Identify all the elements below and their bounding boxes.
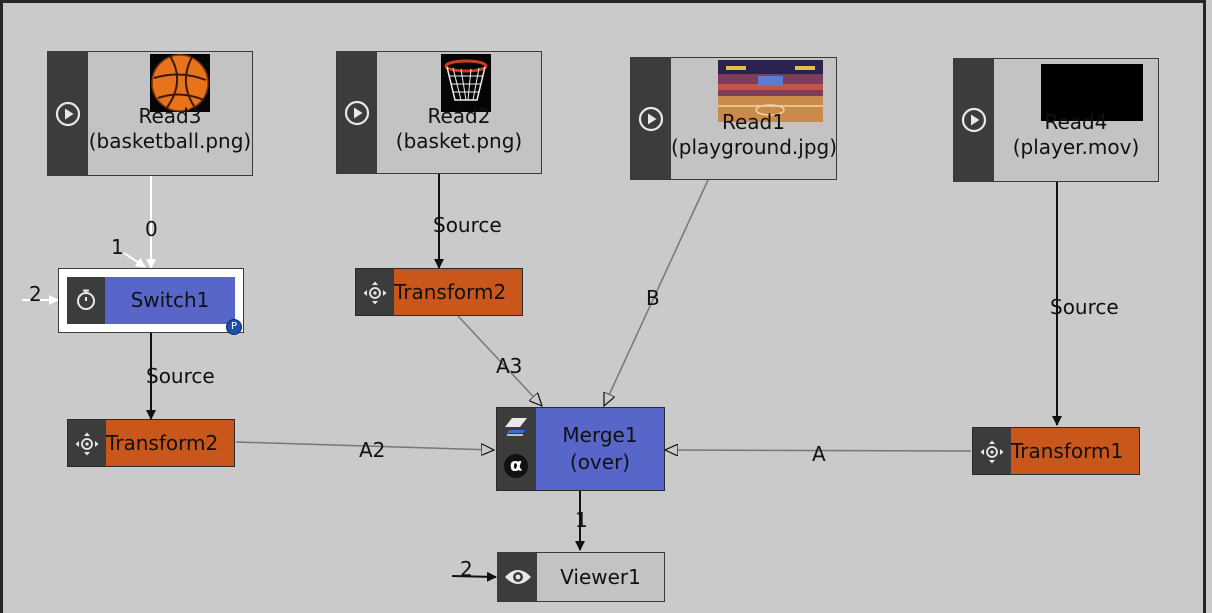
edge-label-switch-input-2: 2	[29, 282, 42, 306]
move-transform-icon	[75, 432, 99, 456]
merge1-side: α	[497, 408, 536, 490]
edge-label-viewer-input-2: 2	[460, 557, 473, 581]
wire-viewer1-input2[interactable]	[451, 571, 497, 582]
alpha-icon: α	[504, 454, 528, 478]
play-icon	[55, 101, 81, 126]
edge-label-a3: A3	[496, 354, 523, 378]
read4-node[interactable]: Read4 (player.mov)	[953, 58, 1159, 182]
stopwatch-icon	[77, 289, 95, 310]
read2-name: Read2	[427, 104, 491, 128]
merge1-node[interactable]: α Merge1 (over)	[496, 407, 665, 491]
merge1-name: Merge1	[562, 423, 638, 447]
transform2-top-name: Transform2	[394, 280, 507, 304]
wire-transform2-merge1-a3[interactable]	[457, 315, 542, 406]
player-video-thumbnail	[1041, 64, 1143, 121]
read3-file: (basketball.png)	[88, 129, 252, 153]
switch1-name: Switch1	[130, 288, 210, 312]
switch1-body: Switch1	[105, 277, 235, 324]
play-icon	[638, 106, 664, 131]
read2-node[interactable]: Read2 (basket.png)	[336, 51, 542, 174]
read1-file: (playground.jpg)	[671, 135, 838, 159]
basket-hoop-thumbnail	[441, 54, 491, 112]
edge-label-0: 0	[145, 217, 158, 241]
move-transform-icon	[363, 281, 387, 305]
transform1-side	[973, 428, 1011, 474]
edge-label-a: A	[812, 442, 826, 466]
switch1-node-side	[67, 277, 105, 324]
read4-node-side	[954, 59, 994, 181]
wire-transform1-merge1-a[interactable]	[665, 450, 972, 451]
read1-node[interactable]: Read1 (playground.jpg)	[630, 57, 837, 180]
read4-file: (player.mov)	[1012, 135, 1140, 159]
edge-label-source-read4: Source	[1050, 295, 1119, 319]
transform1-node[interactable]: Transform1	[972, 427, 1140, 475]
edge-label-viewer-input-1: 1	[575, 508, 588, 532]
playground-thumbnail	[718, 60, 823, 122]
switch1-node[interactable]: Switch1 P	[58, 268, 244, 335]
edge-label-a2: A2	[359, 438, 386, 462]
transform2-top-side	[356, 269, 394, 315]
read2-file: (basket.png)	[395, 129, 523, 153]
basketball-thumbnail	[150, 54, 210, 112]
transform2-left-name: Transform2	[106, 431, 219, 455]
edge-label-switch-input-1: 1	[111, 235, 124, 259]
play-icon	[961, 107, 987, 133]
python-badge: P	[226, 319, 242, 335]
transform2-left-node[interactable]: Transform2	[67, 419, 235, 467]
viewer1-side	[498, 553, 537, 601]
transform2-top-node[interactable]: Transform2	[355, 268, 523, 316]
eye-icon	[505, 570, 531, 584]
viewer1-name: Viewer1	[560, 565, 641, 589]
edge-label-source-read2: Source	[433, 213, 502, 237]
merge1-operation: (over)	[569, 450, 631, 474]
merge-layers-icon	[505, 418, 527, 436]
read2-node-side	[337, 52, 377, 173]
alpha-symbol: α	[509, 455, 523, 476]
wire-read1-merge1[interactable]	[603, 179, 709, 406]
wire-switch1-input1[interactable]	[123, 252, 146, 268]
wire-transform2-merge1-a2[interactable]	[235, 441, 494, 450]
move-transform-icon	[980, 440, 1004, 464]
read3-name: Read3	[138, 104, 202, 128]
python-badge-label: P	[230, 321, 238, 332]
read3-node-side	[48, 52, 88, 175]
edge-label-b: B	[646, 286, 660, 310]
read1-name: Read1	[722, 110, 785, 134]
read1-node-side	[631, 58, 671, 179]
read3-node[interactable]: Read3 (basketball.png)	[47, 51, 253, 176]
play-icon	[344, 100, 370, 125]
viewer1-node[interactable]: Viewer1	[497, 552, 665, 602]
transform2-left-side	[68, 420, 106, 466]
edge-label-source-switch: Source	[146, 364, 215, 388]
transform1-name: Transform1	[1011, 439, 1124, 463]
read4-name: Read4	[1044, 110, 1108, 134]
